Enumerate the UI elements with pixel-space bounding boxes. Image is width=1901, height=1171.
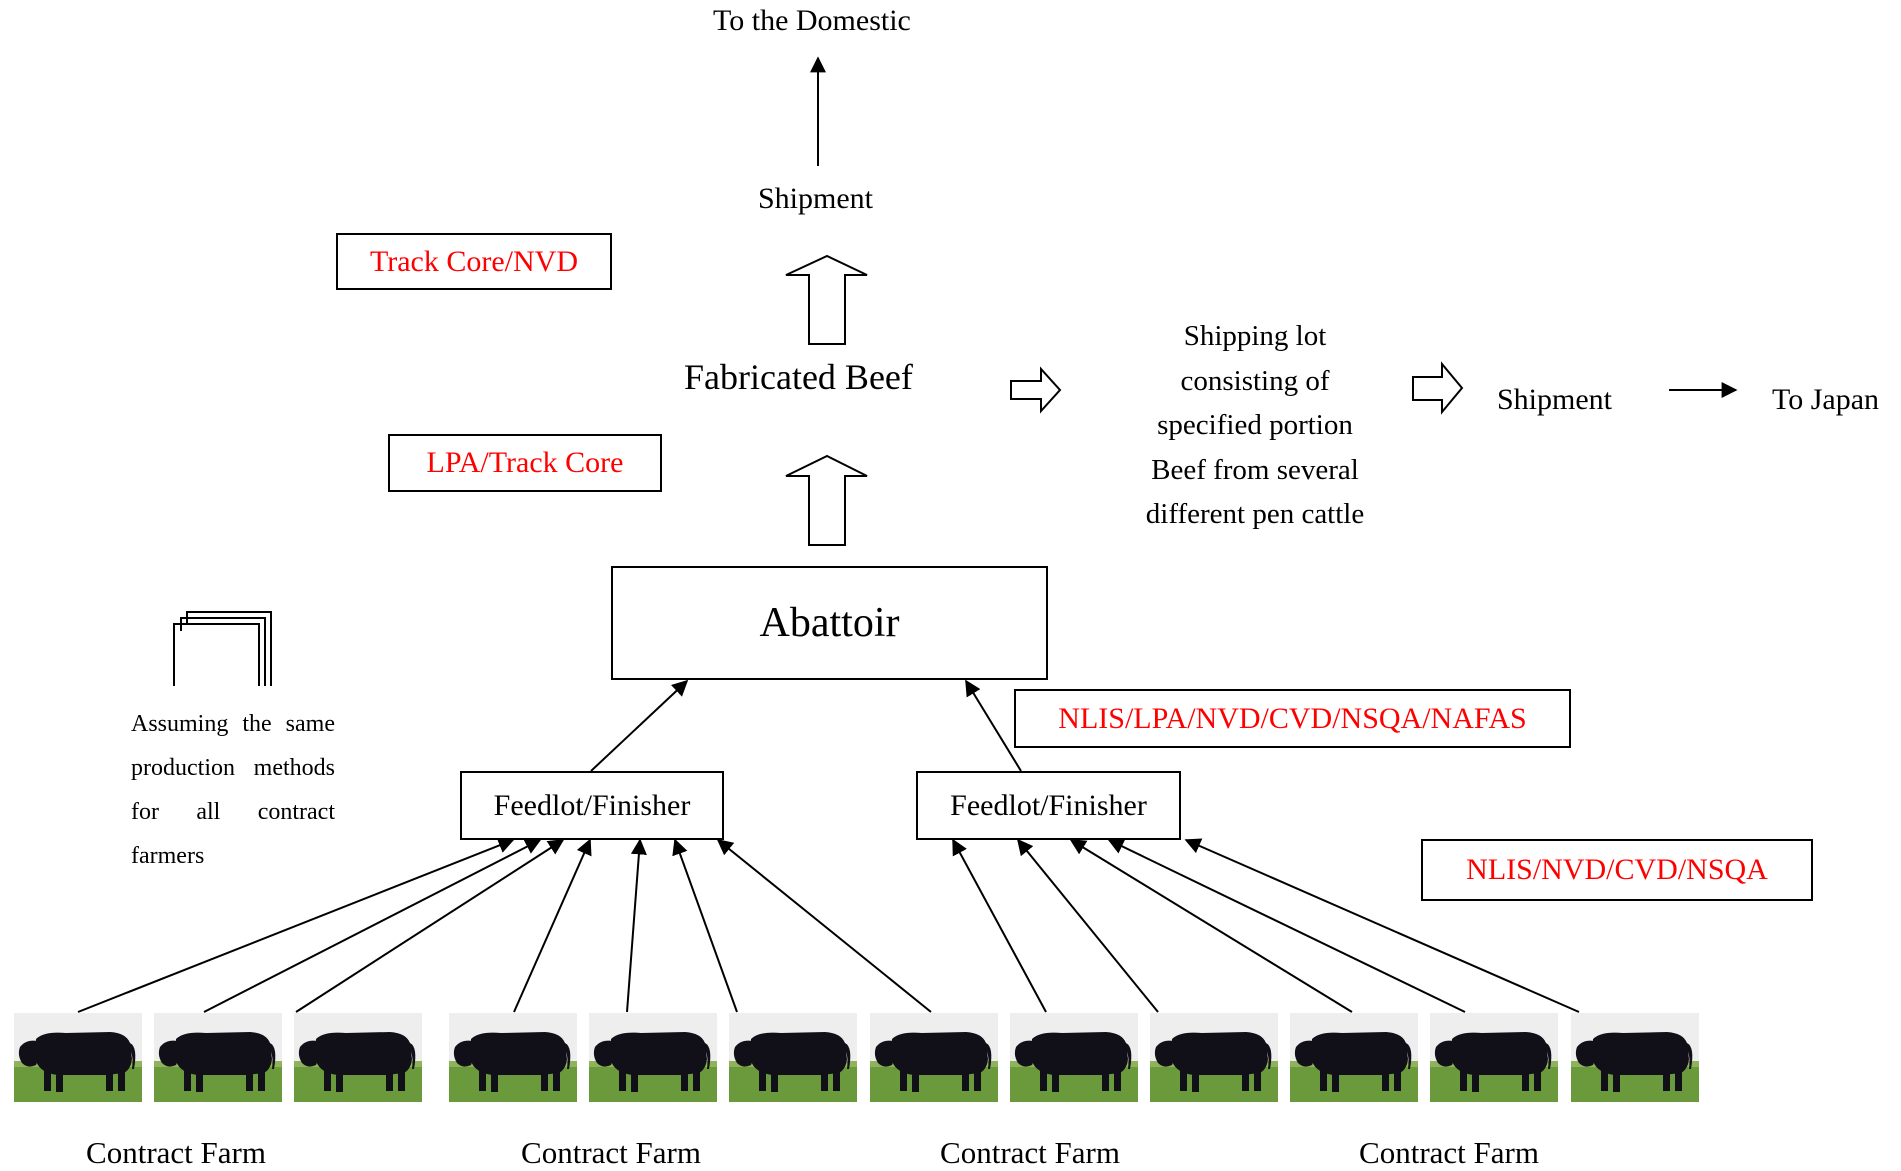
- arrow-farm-1-to-feedlot: [77, 837, 515, 1013]
- hollow-arrow-abattoir-to-beef: [785, 454, 868, 546]
- destination-japan-label: To Japan: [1772, 383, 1880, 416]
- shipping-lot-line: Beef from several: [1151, 453, 1359, 486]
- destination-domestic-label: To the Domestic: [713, 4, 911, 37]
- tag-label: NLIS/LPA/NVD/CVD/NSQA/NAFAS: [1058, 701, 1527, 735]
- feedlot-label: Feedlot/Finisher: [950, 788, 1147, 822]
- abattoir-label: Abattoir: [759, 600, 900, 646]
- arrow-farm-2-to-feedlot: [203, 839, 542, 1013]
- feedlot-right-box: Feedlot/Finisher: [916, 771, 1181, 840]
- arrow-farm-7-to-feedlot: [716, 838, 932, 1013]
- cow-photo: [729, 1013, 857, 1102]
- contract-farm-label: Contract Farm: [940, 1135, 1120, 1170]
- cow-photo: [1010, 1013, 1138, 1102]
- hollow-arrow-beef-to-shipment: [785, 254, 868, 345]
- shipping-lot-description: Shipping lot consisting of specified por…: [1100, 314, 1410, 537]
- arrow-farm-3-to-feedlot: [295, 839, 565, 1013]
- shipping-lot-line: specified portion: [1157, 409, 1353, 441]
- shipping-lot-line: Shipping lot: [1183, 320, 1327, 352]
- abattoir-box: Abattoir: [611, 566, 1048, 680]
- cow-photo: [1571, 1013, 1699, 1102]
- hollow-arrow-beef-to-lot: [1010, 366, 1062, 414]
- cow-photo: [1290, 1013, 1418, 1102]
- arrow-feedlot-right-to-abattoir: [965, 679, 1022, 772]
- cow-photo: [154, 1013, 282, 1102]
- tag-label: Track Core/NVD: [369, 244, 579, 278]
- cow-photo: [294, 1013, 422, 1102]
- arrow-farm-10-to-feedlot: [1069, 839, 1353, 1013]
- arrow-farm-12-to-feedlot: [1184, 838, 1580, 1013]
- feedlot-label: Feedlot/Finisher: [493, 788, 691, 822]
- arrow-farm-8-to-feedlot: [952, 838, 1047, 1013]
- cow-photo: [449, 1013, 577, 1102]
- tag-nlis-abattoir: NLIS/LPA/NVD/CVD/NSQA/NAFAS: [1014, 689, 1571, 748]
- arrow-farm-4-to-feedlot: [513, 838, 592, 1013]
- cow-photo: [589, 1013, 717, 1102]
- shipping-lot-line: consisting of: [1180, 364, 1330, 397]
- fabricated-beef-label: Fabricated Beef: [684, 357, 913, 397]
- contract-farm-label: Contract Farm: [521, 1135, 701, 1170]
- cow-photo: [14, 1013, 142, 1102]
- contract-farm-label: Contract Farm: [86, 1135, 266, 1170]
- tag-label: NLIS/NVD/CVD/NSQA: [1466, 853, 1768, 886]
- feedlot-left-box: Feedlot/Finisher: [460, 771, 724, 840]
- contract-farm-label: Contract Farm: [1359, 1135, 1539, 1170]
- shipment-export-label: Shipment: [1497, 383, 1613, 416]
- tag-label: LPA/Track Core: [426, 446, 624, 479]
- stacked-documents-icon: [173, 611, 272, 686]
- shipping-lot-line: different pen cattle: [1145, 498, 1365, 530]
- cow-photo: [870, 1013, 998, 1102]
- cow-photo: [1150, 1013, 1278, 1102]
- arrow-farm-9-to-feedlot: [1016, 838, 1159, 1013]
- shipment-top-label: Shipment: [758, 182, 874, 215]
- arrow-farm-6-to-feedlot: [672, 838, 738, 1013]
- assumption-note: Assuming the same production methods for…: [131, 711, 335, 869]
- cow-photo: [1430, 1013, 1558, 1102]
- arrow-farm-5-to-feedlot: [626, 838, 647, 1013]
- tag-nlis-farm: NLIS/NVD/CVD/NSQA: [1421, 839, 1813, 901]
- tag-lpa-track-core: LPA/Track Core: [388, 434, 662, 492]
- hollow-arrow-lot-to-shipment: [1412, 361, 1464, 415]
- tag-track-core-nvd: Track Core/NVD: [336, 233, 612, 290]
- arrow-farm-11-to-feedlot: [1107, 839, 1466, 1013]
- arrow-feedlot-left-to-abattoir: [590, 679, 689, 772]
